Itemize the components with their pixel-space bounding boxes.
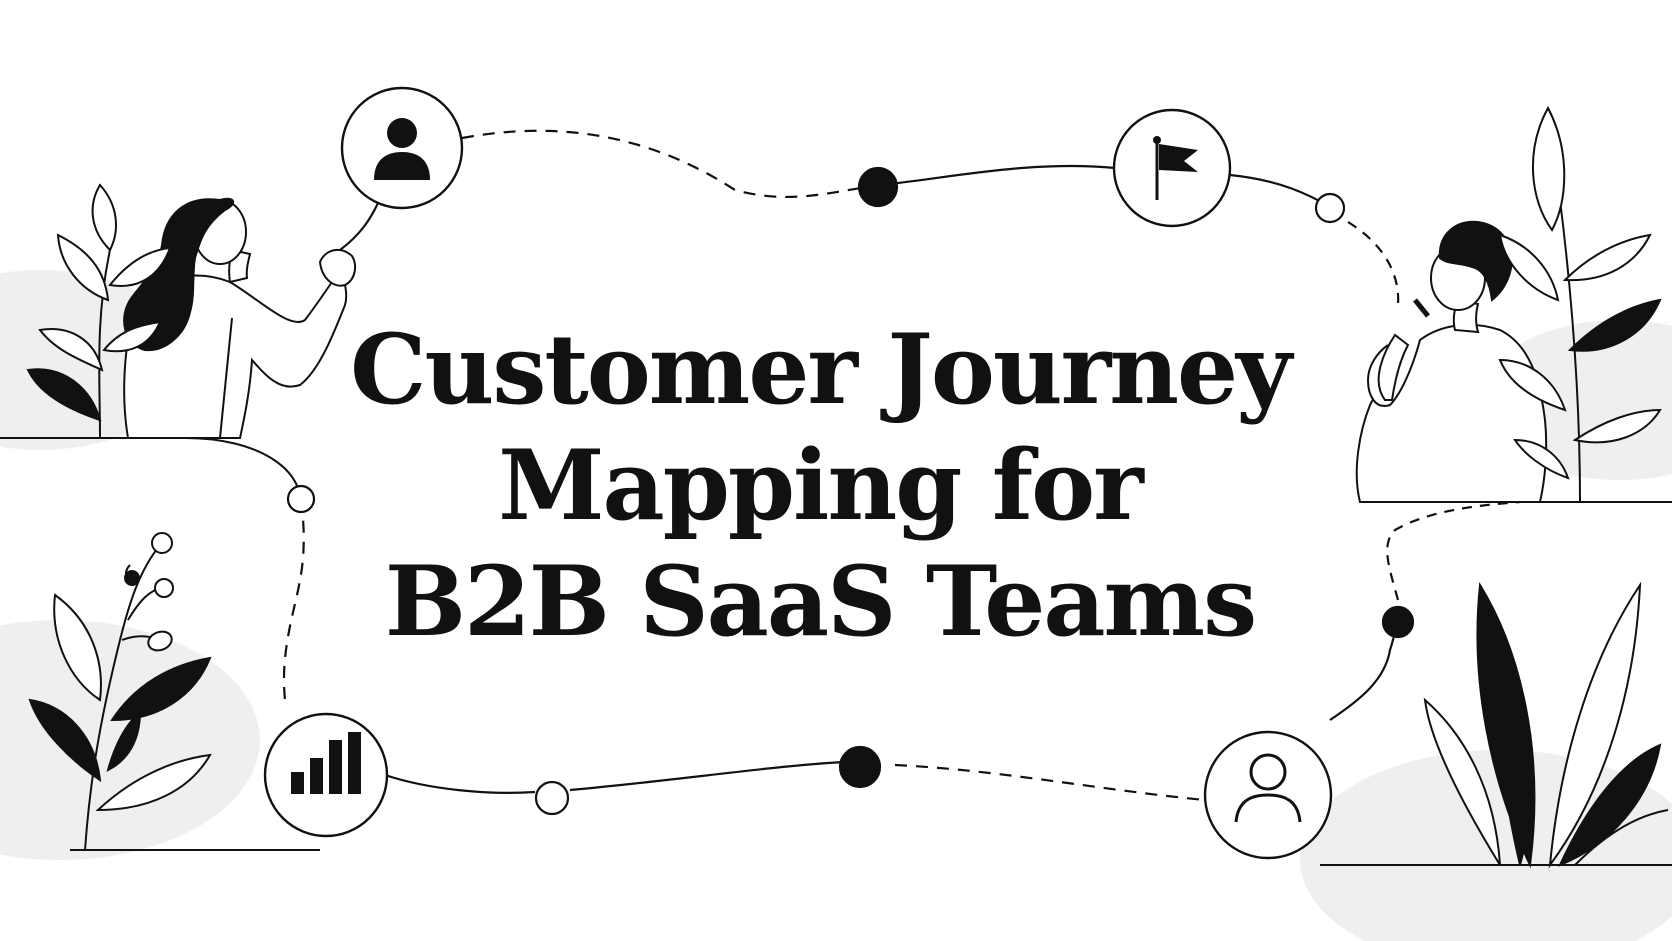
plant-top-left — [26, 183, 172, 439]
flag-icon — [1112, 108, 1232, 228]
hollow-node — [534, 780, 570, 816]
man-figure — [1355, 220, 1548, 503]
user-icon — [340, 86, 464, 210]
filled-node — [1381, 605, 1415, 639]
page-title: Customer Journey Mapping for B2B SaaS Te… — [300, 312, 1340, 660]
journey-nodes — [286, 166, 1415, 816]
title-line-2: Mapping for — [498, 429, 1143, 542]
user-outline-icon — [1203, 730, 1333, 860]
title-line-3: B2B SaaS Teams — [384, 545, 1257, 658]
hollow-node — [1314, 192, 1346, 224]
filled-node — [838, 745, 882, 789]
plant-bottom-left — [28, 532, 212, 851]
hollow-node — [286, 484, 316, 514]
bar-chart-icon — [263, 712, 389, 838]
plant-top-right — [1498, 105, 1662, 503]
plant-bottom-right — [1423, 581, 1669, 869]
filled-node — [857, 166, 899, 208]
title-line-1: Customer Journey — [350, 313, 1292, 426]
woman-figure — [123, 197, 357, 439]
